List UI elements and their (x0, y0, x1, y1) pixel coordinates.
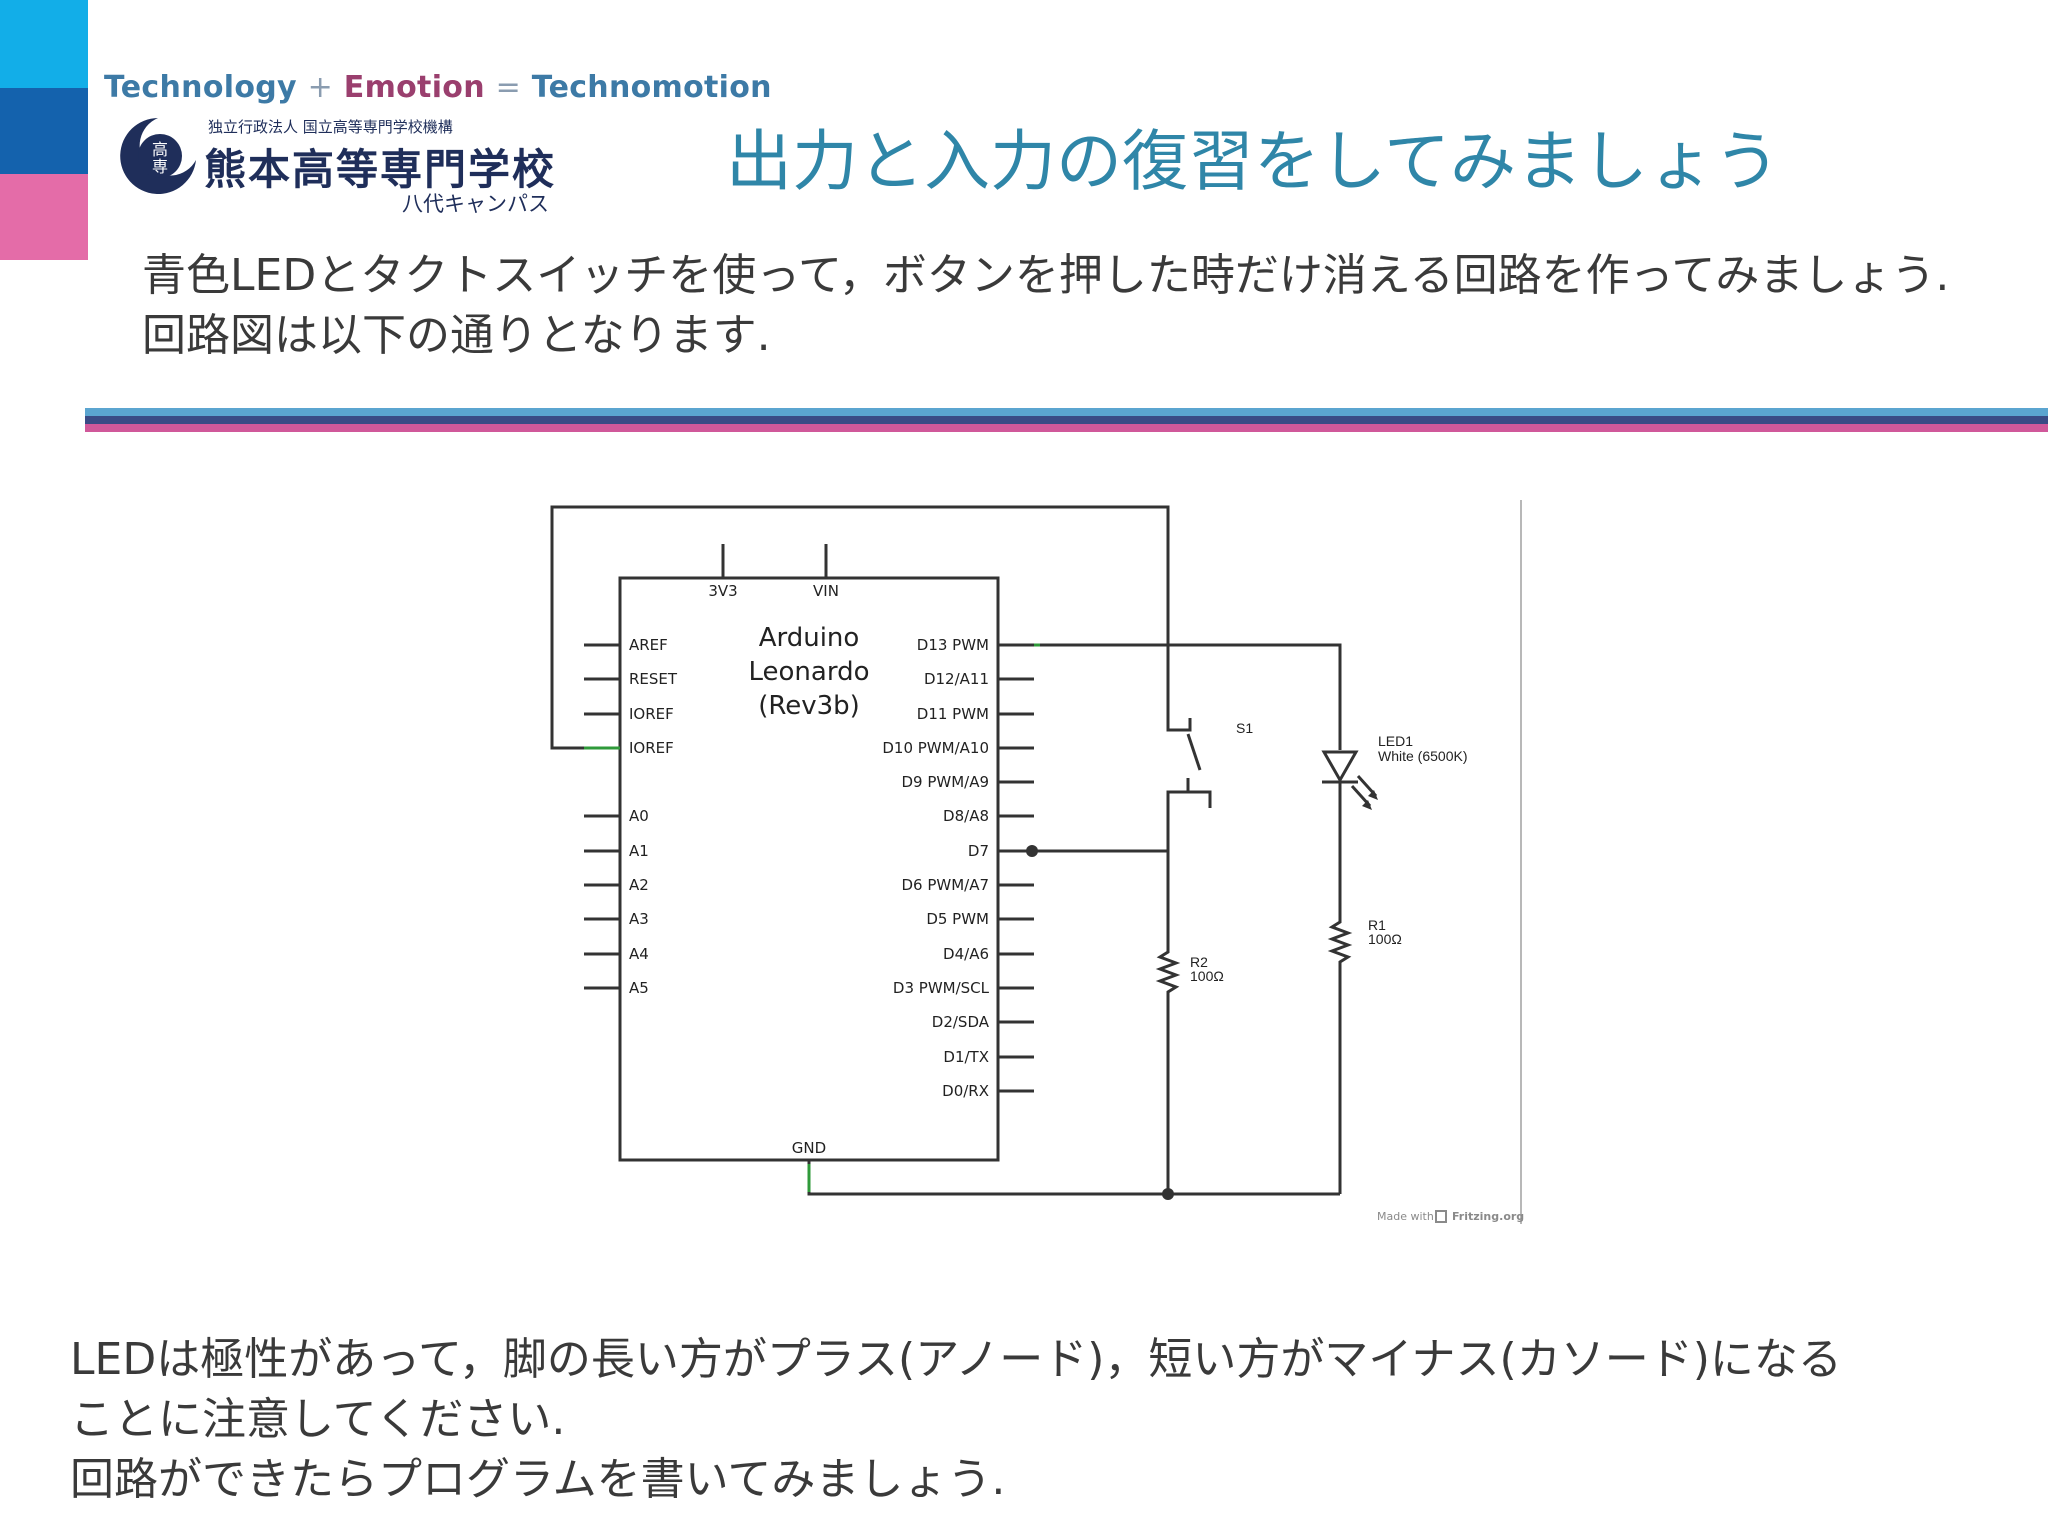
r1-ref-label: R1 (1368, 917, 1386, 933)
pin-label-left: IOREF (629, 739, 674, 757)
tagline-equals: = (495, 70, 522, 105)
tagline: Technology + Emotion = Technomotion (104, 70, 772, 105)
switch-bottom-contact (1166, 790, 1212, 808)
fritzing-brand: Fritzing.org (1452, 1210, 1524, 1223)
divider-stripes (85, 408, 2048, 432)
logo-campus: 八代キャンパス (402, 192, 549, 216)
pin-label-vin: VIN (813, 582, 839, 600)
pin-label-left: A4 (629, 945, 649, 963)
wire-d13 (1034, 643, 1342, 750)
wire-ioref-to-switch (550, 505, 1170, 750)
junction-d7 (1026, 845, 1038, 857)
intro-line-1: 青色LEDとタクトスイッチを使って，ボタンを押した時だけ消える回路を作ってみまし… (142, 250, 1950, 301)
pin-label-right: D0/RX (942, 1082, 989, 1100)
tagline-plus: + (307, 70, 334, 105)
board-name-1: Arduino (759, 623, 860, 653)
pin-label-gnd: GND (792, 1139, 826, 1157)
accent-bar-blue (0, 88, 88, 174)
pin-label-left: A3 (629, 910, 649, 928)
pin-label-left: AREF (629, 636, 668, 654)
seal-text-1: 高 (152, 140, 168, 159)
pin-label-right: D12/A11 (924, 670, 989, 688)
fritzing-logo-icon (1435, 1210, 1447, 1223)
resistor-r2 (1155, 940, 1181, 1194)
school-seal-icon: 高 専 (120, 118, 196, 194)
accent-bar-pink (0, 174, 88, 260)
footer-notes: LEDは極性があって，脚の長い方がプラス(アノード)，短い方がマイナス(カソード… (70, 1330, 1842, 1510)
stripe-navy (85, 416, 2048, 424)
pin-label-right: D4/A6 (943, 945, 989, 963)
seal-text-2: 専 (152, 157, 168, 176)
pin-label-right: D2/SDA (932, 1013, 990, 1031)
r2-ref-label: R2 (1190, 954, 1208, 970)
footer-line-2: ことに注意してください. (70, 1394, 566, 1445)
footer-line-3: 回路ができたらプログラムを書いてみましょう. (70, 1454, 1006, 1505)
r1-value-label: 100Ω (1368, 931, 1402, 947)
pin-label-left: A2 (629, 876, 649, 894)
stripe-blue (85, 408, 2048, 416)
board-name-2: Leonardo (749, 657, 870, 687)
footer-line-1: LEDは極性があって，脚の長い方がプラス(アノード)，短い方がマイナス(カソード… (70, 1334, 1842, 1385)
pin-label-right: D11 PWM (917, 705, 989, 723)
pin-label-3v3: 3V3 (708, 582, 737, 600)
switch-ref-label: S1 (1236, 720, 1253, 736)
pin-label-right: D3 PWM/SCL (893, 979, 990, 997)
fritzing-credit: Made with (1377, 1210, 1434, 1223)
led-ref-label: LED1 (1378, 733, 1413, 749)
pin-label-left: A1 (629, 842, 649, 860)
pin-label-right: D8/A8 (943, 807, 989, 825)
wire-gnd (807, 1160, 1340, 1196)
pin-label-right: D5 PWM (926, 910, 989, 928)
board-name-3: (Rev3b) (758, 691, 860, 721)
logo-org: 独立行政法人 国立高等専門学校機構 (208, 118, 453, 136)
school-logo: 高 専 独立行政法人 国立高等専門学校機構 熊本高等専門学校 八代キャンパス (116, 112, 557, 216)
pin-label-right: D9 PWM/A9 (901, 773, 989, 791)
intro-text: 青色LEDとタクトスイッチを使って，ボタンを押した時だけ消える回路を作ってみまし… (142, 246, 1949, 366)
pin-label-right: D13 PWM (917, 636, 989, 654)
pin-label-right: D7 (968, 842, 989, 860)
tagline-technomotion: Technomotion (531, 70, 772, 105)
pin-label-right: D1/TX (943, 1048, 989, 1066)
pin-label-left: A5 (629, 979, 649, 997)
resistor-r1 (1327, 918, 1353, 1194)
pin-label-right: D10 PWM/A10 (882, 739, 989, 757)
intro-line-2: 回路図は以下の通りとなります. (142, 310, 771, 361)
r2-value-label: 100Ω (1190, 968, 1224, 984)
switch-lever (1186, 733, 1202, 771)
pin-label-left: IOREF (629, 705, 674, 723)
led-value-label: White (6500K) (1378, 748, 1467, 764)
slide-title: 出力と入力の復習をしてみましょう (726, 123, 1781, 200)
pin-label-left: RESET (629, 670, 678, 688)
junction-gnd (1162, 1188, 1174, 1200)
tagline-technology: Technology (104, 70, 297, 105)
pin-label-right: D6 PWM/A7 (901, 876, 989, 894)
accent-bar-cyan (0, 0, 88, 88)
stripe-pink (85, 424, 2048, 432)
led-light-arrows (1362, 790, 1378, 810)
tagline-emotion: Emotion (343, 70, 485, 105)
logo-school-name: 熊本高等専門学校 (204, 145, 557, 194)
pin-label-left: A0 (629, 807, 649, 825)
switch-top-contact (1166, 714, 1192, 732)
led-symbol (1321, 750, 1359, 784)
